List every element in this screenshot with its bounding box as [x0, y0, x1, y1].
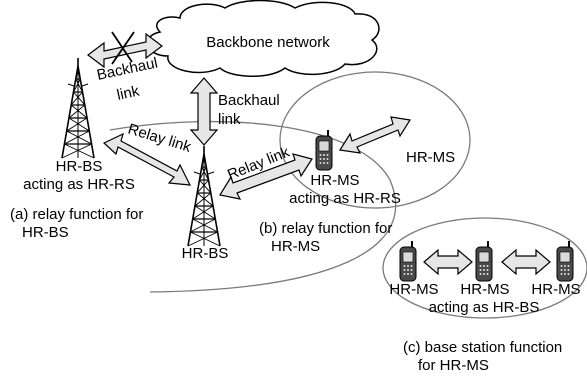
phone-bottom-center: [475, 240, 493, 282]
ms-link-arrow-top: [339, 116, 411, 154]
tower-center: [187, 145, 221, 247]
cloud-label: Backbone network: [206, 34, 330, 51]
backbone-cloud: [146, 0, 380, 77]
phone-bottom-right: [556, 240, 574, 282]
phone-bottom-left: [399, 240, 417, 282]
caption-b-line-2: HR-MS: [271, 238, 320, 255]
hr-bs-center-label: HR-BS: [182, 245, 229, 262]
tower-left: [61, 57, 95, 159]
caption-c-line-1: (c) base station function: [403, 339, 562, 356]
ms-link-arrow-bottom-right: [501, 248, 551, 276]
hr-ms-bottom-left-label: HR-MS: [389, 281, 438, 298]
caption-a-line-2: HR-BS: [22, 224, 69, 241]
region-b-outline: [279, 71, 471, 209]
hr-bs-relay-label-1: HR-BS: [56, 158, 103, 175]
region-c-outline: [382, 217, 587, 319]
relay-arrow-left: [102, 132, 192, 186]
phone-relay-ms: [315, 129, 333, 171]
backhaul-arrow-center: [189, 77, 219, 146]
hr-ms-bottom-right-label: HR-MS: [531, 281, 580, 298]
region-a-outline: [109, 120, 397, 293]
relay-arrow-right: [219, 153, 313, 200]
hr-bs-relay-label-2: acting as HR-RS: [23, 176, 135, 193]
hr-ms-relay-label-2: acting as HR-RS: [289, 190, 401, 207]
hr-ms-bottom-center-label-2: acting as HR-BS: [429, 299, 540, 316]
ms-link-arrow-bottom-left: [423, 248, 473, 276]
cross-out-line-1: [111, 31, 133, 63]
hr-ms-top-label: HR-MS: [406, 149, 455, 166]
backhaul-center-label-1: Backhaul: [218, 92, 280, 109]
caption-a-line-1: (a) relay function for: [10, 206, 143, 223]
caption-c-line-2: for HR-MS: [418, 357, 489, 374]
cross-out-line-2: [111, 31, 135, 65]
caption-b-line-1: (b) relay function for: [259, 220, 392, 237]
backhaul-center-label-2: link: [218, 111, 241, 128]
hr-ms-bottom-center-label: HR-MS: [460, 281, 509, 298]
hr-ms-relay-label-1: HR-MS: [310, 172, 359, 189]
backhaul-left-label-2: link: [115, 83, 141, 104]
